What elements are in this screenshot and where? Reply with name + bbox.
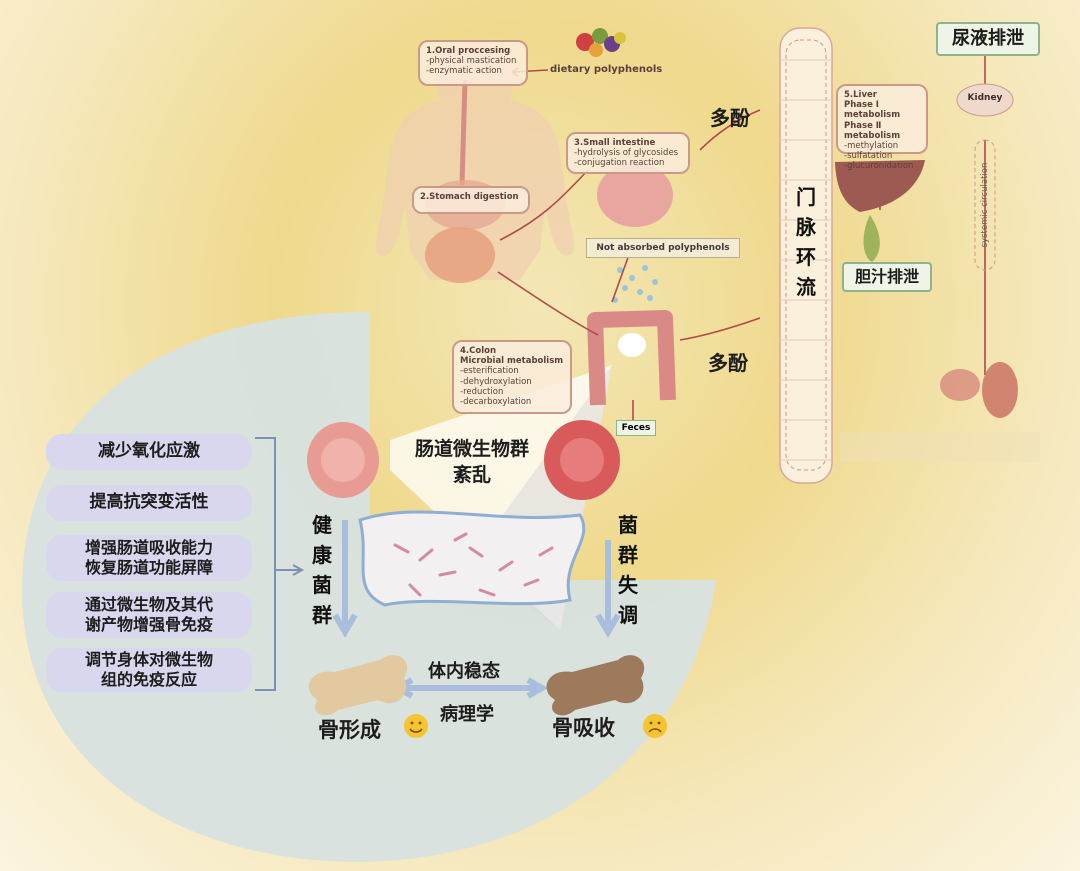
portal-char: 脉 xyxy=(796,215,816,239)
organs-shape xyxy=(982,362,1018,418)
bone-formation-shape xyxy=(308,655,408,716)
colon-title: 4.Colon xyxy=(460,346,497,356)
benefit-pill: 调节身体对微生物 组的免疫反应 xyxy=(46,648,252,692)
bacteria-cells xyxy=(393,532,554,597)
not-absorbed-label: Not absorbed polyphenols xyxy=(586,238,740,258)
colon-line: -reduction xyxy=(460,386,504,397)
liver-box: 5.Liver Phase Ⅰ metabolism Phase Ⅱ metab… xyxy=(836,84,928,171)
colon-line: -dehydroxylation xyxy=(460,376,532,387)
bile-excretion-tag: 胆汁排泄 xyxy=(842,262,932,292)
liver-line: -methylation xyxy=(844,140,899,151)
liver-phase: Phase Ⅰ metabolism xyxy=(844,100,901,121)
oral-processing-box: 1.Oral proccesing -physical mastication … xyxy=(418,40,528,86)
systemic-circulation-track xyxy=(974,139,996,271)
liver-title: 5.Liver xyxy=(844,90,877,100)
liver-phase: Phase Ⅱ metabolism xyxy=(844,120,901,141)
intestine-body-shape xyxy=(425,227,495,283)
portal-vein-label: 门 脉 环 流 xyxy=(794,182,818,302)
fruit-basket xyxy=(576,28,626,57)
pathology-label: 病理学 xyxy=(440,704,494,725)
liver-shape xyxy=(835,160,925,212)
imbalance-char: 菌 xyxy=(618,513,638,537)
bone-formation-label: 骨形成 xyxy=(318,718,381,742)
oral-line: -physical mastication xyxy=(426,56,517,67)
small-intestine-shape xyxy=(597,163,673,227)
healthy-flora-label: 健 康 菌 群 xyxy=(310,510,334,630)
portal-char: 门 xyxy=(796,185,816,209)
gallbladder-shape xyxy=(863,215,880,262)
oral-line: -enzymatic action xyxy=(426,66,502,77)
sad-face-icon xyxy=(643,714,667,738)
liver-line: -sulfatation xyxy=(844,151,893,162)
healthy-char: 康 xyxy=(312,543,332,567)
stomach-box: 2.Stomach digestion xyxy=(412,186,530,214)
stomach-title: 2.Stomach digestion xyxy=(420,192,519,202)
dysbiosis-line: 紊乱 xyxy=(452,464,491,486)
benefit-pill: 增强肠道吸收能力 恢复肠道功能屏障 xyxy=(46,535,252,581)
benefit-pill: 通过微生物及其代 谢产物增强骨免疫 xyxy=(46,592,252,638)
small-intestine-line: -conjugation reaction xyxy=(574,158,665,169)
colon-subtitle: Microbial metabolism xyxy=(460,356,564,367)
portal-char: 环 xyxy=(796,245,816,269)
healthy-char: 菌 xyxy=(312,573,332,597)
portal-char: 流 xyxy=(796,275,816,299)
polyphenol-label-top: 多酚 xyxy=(710,106,750,130)
healthy-char: 群 xyxy=(312,603,332,627)
bacteria-blob xyxy=(358,510,586,607)
urine-excretion-tag: 尿液排泄 xyxy=(936,22,1040,56)
colon-box: 4.Colon Microbial metabolism -esterifica… xyxy=(452,340,572,414)
dysbiosis-line: 肠道微生物群 xyxy=(414,438,529,460)
small-intestine-title: 3.Small intestine xyxy=(574,138,656,148)
imbalance-char: 失 xyxy=(618,573,638,597)
systemic-circulation-label: systemic circulation xyxy=(980,162,990,248)
polyphenol-dots xyxy=(612,265,658,303)
bone-resorption-label: 骨吸收 xyxy=(552,716,615,740)
portal-vein-column xyxy=(779,27,833,484)
polyphenol-label-mid: 多酚 xyxy=(708,351,748,375)
benefits-bracket xyxy=(255,437,300,691)
kidney-shape xyxy=(956,83,1014,117)
imbalance-char: 群 xyxy=(618,543,638,567)
body-silhouette xyxy=(375,40,575,280)
gut-arrows xyxy=(332,520,621,699)
dietary-polyphenols-label: dietary polyphenols xyxy=(550,64,663,75)
colon-line: -esterification xyxy=(460,366,519,377)
bone-tissue-shape xyxy=(940,369,980,401)
homeostasis-label: 体内稳态 xyxy=(428,661,500,682)
healthy-char: 健 xyxy=(312,513,332,537)
benefit-pill: 减少氧化应激 xyxy=(46,434,252,470)
feces-label: Feces xyxy=(616,420,656,436)
bone-resorption-shape xyxy=(546,655,645,716)
benefit-pill: 提高抗突变活性 xyxy=(46,485,252,521)
liver-line: -glucuronidation xyxy=(844,161,914,172)
happy-face-icon xyxy=(404,714,428,738)
small-intestine-line: -hydrolysis of glycosides xyxy=(574,148,679,159)
oral-title: 1.Oral proccesing xyxy=(426,46,511,56)
colon-line: -decarboxylation xyxy=(460,396,532,407)
flow-arrows xyxy=(497,55,986,420)
dysbiosis-title: 肠道微生物群 紊乱 xyxy=(392,436,552,488)
flora-imbalance-label: 菌 群 失 调 xyxy=(616,510,640,630)
colon-shape xyxy=(587,310,676,406)
small-intestine-box: 3.Small intestine -hydrolysis of glycosi… xyxy=(566,132,690,174)
kidney-label: Kidney xyxy=(967,93,1003,103)
imbalance-char: 调 xyxy=(618,603,638,627)
